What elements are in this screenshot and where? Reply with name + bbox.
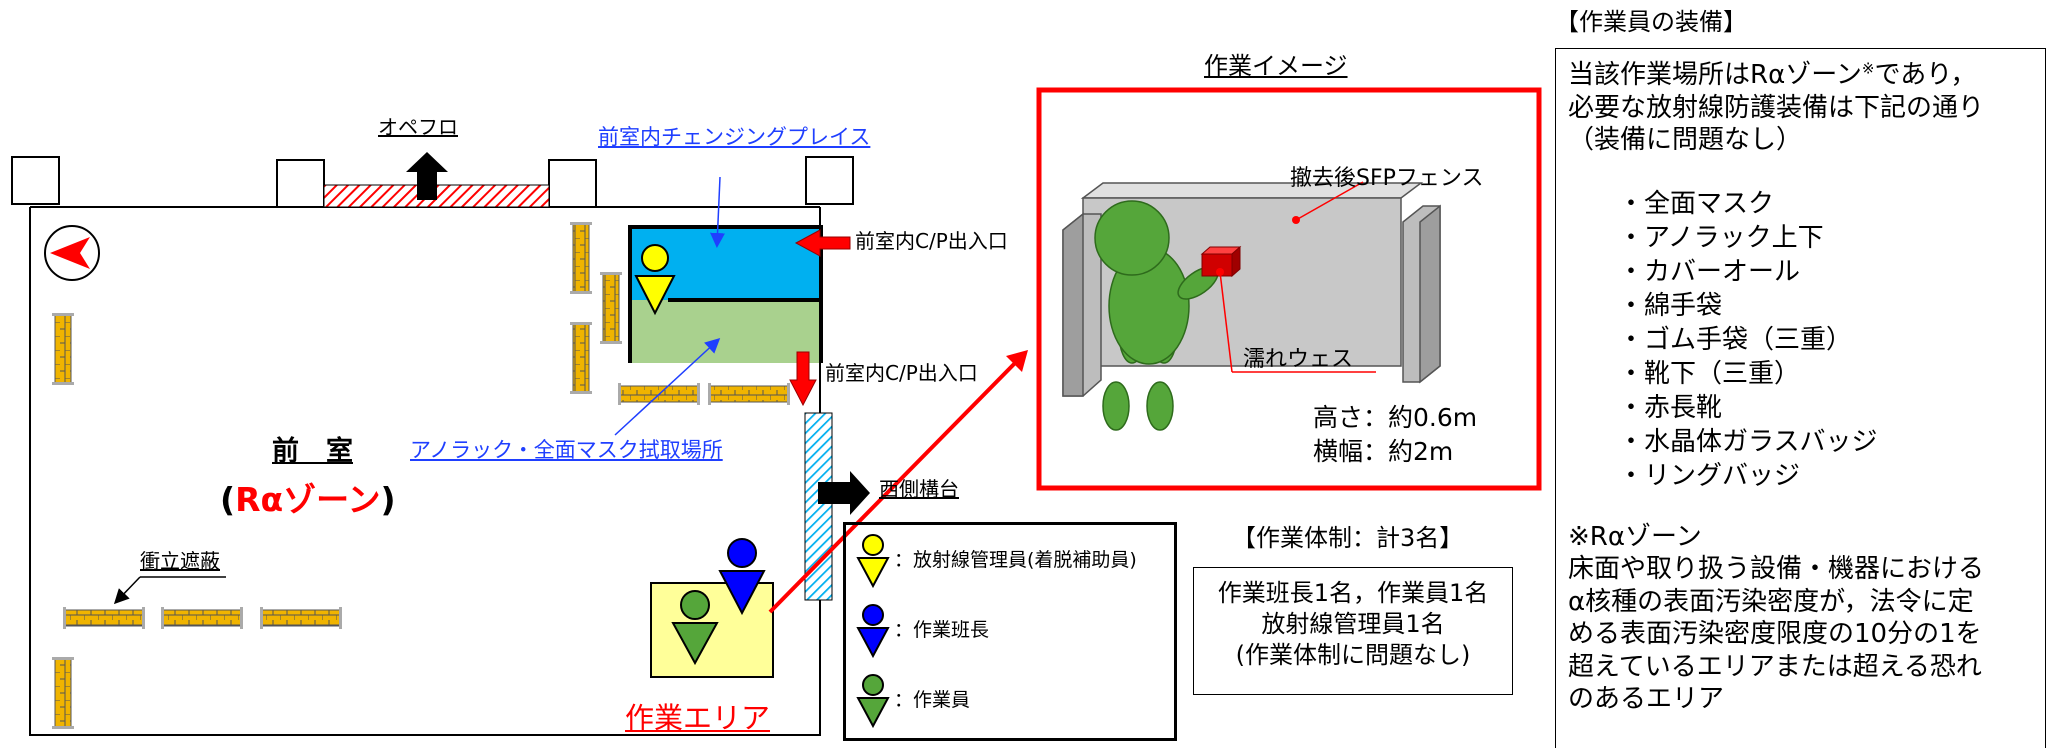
cp-entrance-upper-arrow [794, 229, 851, 257]
work-system-line: (作業体制に問題なし) [1235, 641, 1471, 670]
equipment-item: ・綿手袋 [1618, 290, 1723, 321]
equipment-item: ・カバーオール [1618, 256, 1801, 287]
shield-callout-line [113, 576, 141, 605]
zone-note-line: める表面汚染密度限度の10分の1を [1568, 619, 1982, 649]
west-platform [804, 412, 833, 601]
zone-note-title: ※Rαゾーン [1568, 521, 1702, 552]
work-system-line: 放射線管理員1名 [1261, 610, 1445, 639]
zone-note-line: のあるエリア [1568, 684, 1725, 714]
controller-legend-icon [856, 534, 890, 589]
work-area-label: 作業エリア [625, 701, 771, 735]
equipment-item: ・靴下（三重） [1618, 358, 1801, 389]
west-platform-arrow [818, 471, 870, 515]
equipment-item: ・アノラック上下 [1618, 222, 1824, 253]
opeflo-up-arrow [406, 152, 448, 200]
wet-cloth-callout-line [1219, 271, 1233, 373]
equipment-intro: 当該作業場所はRαゾーン※であり， [1568, 59, 1977, 90]
equipment-intro: 必要な放射線防護装備は下記の通り [1568, 92, 1985, 123]
height-label: 高さ：約0.6m [1313, 403, 1478, 432]
shield-vertical [570, 322, 592, 394]
changing-place-walls [628, 225, 823, 363]
cp-entrance-lower-arrow [789, 351, 817, 407]
shield-vertical [600, 272, 622, 344]
work-image-pointer-arrow [768, 358, 1020, 614]
leader-legend-icon [856, 604, 890, 659]
pillar [276, 159, 325, 208]
shield-horizontal [260, 607, 342, 629]
equipment-item: ・ゴム手袋（三重） [1618, 324, 1853, 355]
cp-entrance-upper-label: 前室内C/P出入口 [855, 229, 1008, 253]
zone-note-line: α核種の表面汚染密度が，法令に定 [1568, 586, 1974, 617]
fence-callout-line [1295, 181, 1364, 221]
changing-place-label[interactable]: 前室内チェンジングプレイス [598, 125, 871, 149]
changing-place-green [630, 300, 821, 363]
zone-note-line: 床面や取り扱う設備・機器における [1568, 554, 1985, 584]
fence-label: 撤去後SFPフェンス [1290, 166, 1484, 191]
shield-horizontal [63, 607, 145, 629]
work-system-line: 作業班長1名，作業員1名 [1217, 579, 1489, 607]
anorak-callout-line [614, 337, 721, 436]
cp-entrance-lower-label: 前室内C/P出入口 [825, 361, 978, 385]
shield-vertical [52, 657, 74, 729]
equipment-item: ・全面マスク [1618, 188, 1775, 219]
legend-leader-label: ：作業班長 [894, 619, 990, 641]
shield-vertical [570, 222, 592, 294]
pillar [11, 156, 60, 205]
work-system-title: 【作業体制：計3名】 [1232, 524, 1464, 552]
shield-vertical [52, 313, 74, 385]
west-platform-label: 西側構台 [879, 477, 959, 501]
legend: ：放射線管理員(着脱補助員) ：作業班長 ：作業員 [843, 522, 1177, 741]
shield-label: 衝立遮蔽 [140, 549, 220, 573]
worker-figure [671, 590, 719, 666]
worker-legend-icon [856, 674, 890, 729]
equipment-list: ・全面マスク ・アノラック上下 ・カバーオール ・綿手袋 ・ゴム手袋（三重） ・… [1618, 187, 2045, 493]
work-system-box: 作業班長1名，作業員1名 放射線管理員1名 (作業体制に問題なし) [1193, 567, 1513, 695]
radiation-controller-figure [634, 244, 676, 316]
equipment-title: 【作業員の装備】 [1555, 8, 1747, 36]
shield-horizontal [708, 383, 790, 405]
zone-note-line: 超えているエリアまたは超える恐れ [1568, 651, 1982, 682]
work-image-title: 作業イメージ [1204, 52, 1348, 80]
wet-cloth-label: 濡れウェス [1243, 347, 1354, 372]
opeflo-label: オペフロ [378, 115, 458, 139]
pillar [805, 156, 854, 205]
pillar [548, 159, 597, 208]
compass-icon [44, 225, 100, 281]
shield-horizontal [161, 607, 243, 629]
equipment-box: 当該作業場所はRαゾーン※であり， 必要な放射線防護装備は下記の通り （装備に問… [1555, 48, 2046, 748]
zone-label: (Rαゾーン) [220, 480, 396, 519]
changing-place-callout-line [710, 176, 726, 248]
wet-cloth-icon [1200, 245, 1242, 278]
room-title: 前 室 [272, 436, 353, 467]
equipment-item: ・水晶体ガラスバッジ [1618, 426, 1878, 457]
width-label: 横幅：約2m [1313, 437, 1454, 466]
legend-controller-label: ：放射線管理員(着脱補助員) [894, 549, 1137, 571]
equipment-item: ・リングバッジ [1618, 460, 1801, 491]
equipment-intro: （装備に問題なし） [1568, 125, 1803, 155]
legend-worker-label: ：作業員 [894, 689, 971, 711]
leader-figure [718, 538, 766, 616]
equipment-item: ・赤長靴 [1618, 392, 1723, 423]
worker-illustration [1094, 200, 1219, 431]
anorak-area-label[interactable]: アノラック・全面マスク拭取場所 [410, 438, 723, 462]
